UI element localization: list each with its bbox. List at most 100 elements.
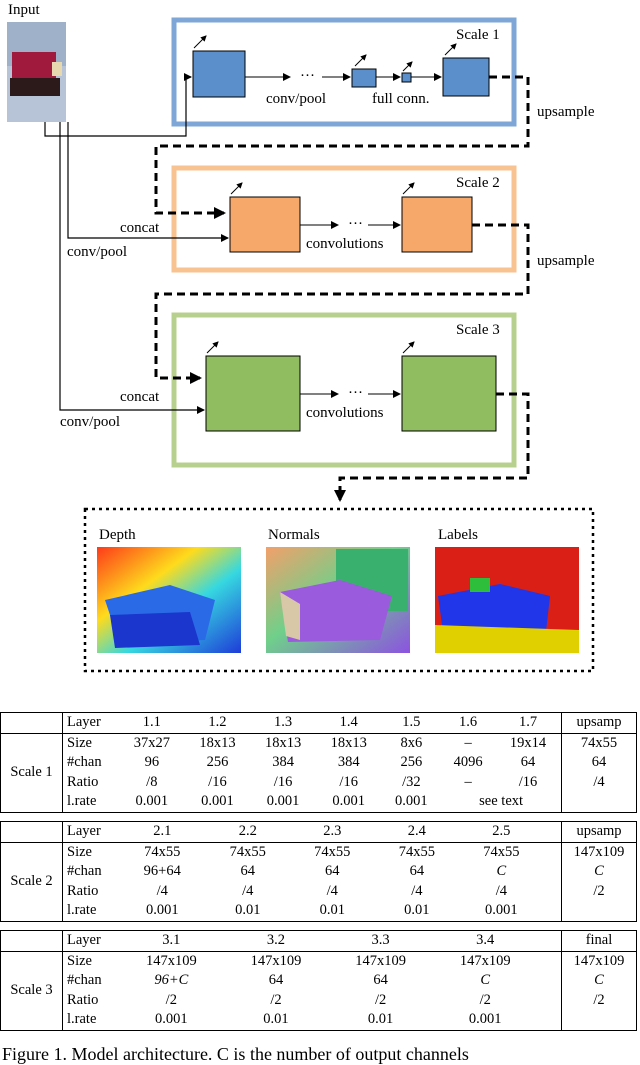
table-cell: [545, 951, 553, 971]
scale-1-frame: [171, 17, 517, 127]
layer-id: 2.1: [119, 821, 206, 843]
table-cell: 74x55: [229, 843, 266, 860]
input-label: Input: [8, 2, 40, 18]
table-cell: 96+C: [154, 972, 189, 989]
scale-1-fc-block-1: [351, 68, 377, 88]
layer-id: [543, 821, 553, 843]
table-cell: [545, 991, 553, 1011]
figure-caption: Figure 1. Model architecture. C is the n…: [2, 1044, 469, 1064]
table-cell: /2: [165, 991, 177, 1008]
layer-id: [537, 930, 546, 952]
table-cell: [552, 882, 561, 902]
table-cell: /16: [518, 773, 538, 790]
scale-name: Scale 2: [0, 842, 63, 921]
scale-3-concat-label: concat: [120, 389, 160, 405]
table-cell: 18x13: [264, 734, 302, 751]
table-cell: 96: [144, 754, 160, 771]
layer-id: [545, 930, 553, 952]
table-cell: 74x55: [561, 733, 637, 753]
table-cell: 0.001: [395, 793, 428, 810]
layer-id: 2.3: [290, 821, 375, 843]
table-cell: /4: [242, 882, 254, 899]
table-cell: [544, 882, 552, 902]
table-cell: [552, 901, 561, 921]
table-cell: 0.001: [266, 793, 300, 810]
scale-2-conv-block: [229, 196, 301, 253]
table-cell: C: [496, 863, 507, 880]
table-cell: [552, 862, 561, 882]
table-cell: 147x109: [355, 952, 406, 969]
scale-1-fc-block-2: [401, 72, 412, 83]
table-cell: 256: [400, 754, 423, 771]
table-cell: 74x55: [314, 843, 351, 860]
upsample-connectors: [154, 75, 530, 502]
table-cell: 64: [240, 863, 256, 880]
row-label: #chan: [67, 972, 102, 989]
table-cell: 0.001: [485, 902, 518, 919]
scale-3-out-block: [401, 355, 497, 432]
scale-name: Scale 1: [0, 733, 63, 812]
row-label: Ratio: [67, 882, 99, 899]
scale-1-fullconn-label: full conn.: [372, 91, 430, 107]
table-cell: [552, 842, 561, 862]
last-layer-id: upsamp: [561, 821, 637, 843]
table-cell: 0.001: [135, 793, 169, 810]
row-label: #chan: [67, 863, 102, 880]
table-cell: [544, 901, 552, 921]
table-cell: [553, 1010, 562, 1030]
table-cell: 18x13: [199, 734, 236, 751]
layer-header: Layer: [62, 930, 119, 952]
table-cell: 0.001: [332, 793, 365, 810]
layer-id: 3.3: [328, 930, 433, 952]
scale-name: Scale 3: [0, 951, 63, 1030]
table-cell: /4: [561, 772, 637, 792]
table-cell: /16: [339, 773, 358, 790]
layer-id: 2.2: [205, 821, 291, 843]
table-cell: 74x55: [144, 843, 181, 860]
table-cell: [553, 971, 562, 991]
upsample-label-1: upsample: [537, 104, 595, 120]
table-cell: 147x109: [145, 952, 197, 969]
table-cell: 64: [325, 863, 340, 880]
table-cell: 64: [520, 754, 536, 771]
scale-3-frame: [171, 312, 517, 468]
table-cell: 96+64: [143, 863, 181, 880]
table-cell: 147x109: [250, 952, 302, 969]
scale-2-out-block: [401, 196, 473, 253]
table-cell: 64: [561, 753, 637, 773]
row-label: Ratio: [67, 773, 99, 790]
input-feed-lines: [44, 73, 229, 414]
scale-1-title: Scale 1: [456, 27, 500, 43]
upsample-label-2: upsample: [537, 253, 595, 269]
last-layer-id: upsamp: [561, 712, 637, 734]
scale-1-fc-block-3: [442, 57, 490, 97]
normals-map-image: [266, 547, 410, 653]
table-cell: 64: [373, 972, 388, 989]
layer-header: Layer: [62, 712, 119, 734]
architecture-diagram: Input Scale 1 Scale 2 Scale 3 ··· conv/p…: [7, 2, 595, 673]
layer-id: 1.3: [250, 712, 316, 734]
scale-3-conv-block: [205, 355, 301, 432]
row-label: #chan: [67, 754, 102, 771]
table-cell: [538, 1010, 546, 1030]
table-cell: 8x6: [400, 734, 423, 751]
table-cell: /2: [374, 991, 387, 1008]
table-cell: 74x55: [483, 843, 520, 860]
row-label: Size: [67, 734, 92, 751]
last-layer-id: final: [561, 930, 637, 952]
layer-id: 1.7: [495, 712, 562, 734]
output-normals-label: Normals: [268, 527, 320, 543]
input-image: [7, 22, 66, 122]
scale-3-convpool-label: conv/pool: [60, 414, 120, 430]
outputs-frame: [83, 507, 595, 673]
table-cell: –: [464, 773, 472, 790]
table-cell: /32: [402, 773, 421, 790]
table-cell: 18x13: [330, 734, 367, 751]
table-cell: 64: [268, 972, 284, 989]
row-label: l.rate: [67, 1011, 97, 1028]
table-cell: 74x55: [398, 843, 435, 860]
table-cell: 147x109: [561, 951, 637, 971]
